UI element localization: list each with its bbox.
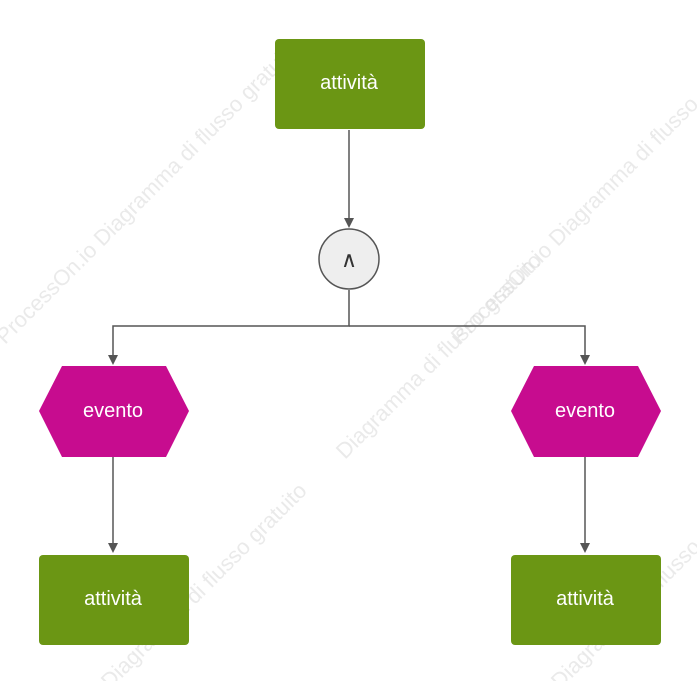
activity-top[interactable]: attività <box>275 39 425 129</box>
event-shape <box>39 366 189 457</box>
activity-shape <box>511 555 661 645</box>
connector-gate-to-right-event <box>349 325 590 365</box>
gate-shape <box>318 228 380 290</box>
activity-shape <box>39 555 189 645</box>
activity-label: attività <box>84 588 143 610</box>
activity-right[interactable]: attività <box>511 555 661 645</box>
event-right[interactable]: evento <box>511 366 661 457</box>
connector-gate-to-left-event <box>108 290 350 365</box>
activity-label: attività <box>556 588 615 610</box>
connectors <box>108 130 590 553</box>
activity-left[interactable]: attività <box>39 555 189 645</box>
activity-shape <box>275 39 425 129</box>
event-shape <box>511 366 661 457</box>
event-label: evento <box>555 400 615 422</box>
event-left[interactable]: evento <box>39 366 189 457</box>
watermark-text: ProcessOn.io Diagramma di flusso gratuit… <box>0 35 304 348</box>
activity-label: attività <box>320 72 379 94</box>
and-operator-icon: ∧ <box>341 248 357 273</box>
event-label: evento <box>83 400 143 422</box>
and-gate[interactable]: ∧ <box>318 228 380 290</box>
